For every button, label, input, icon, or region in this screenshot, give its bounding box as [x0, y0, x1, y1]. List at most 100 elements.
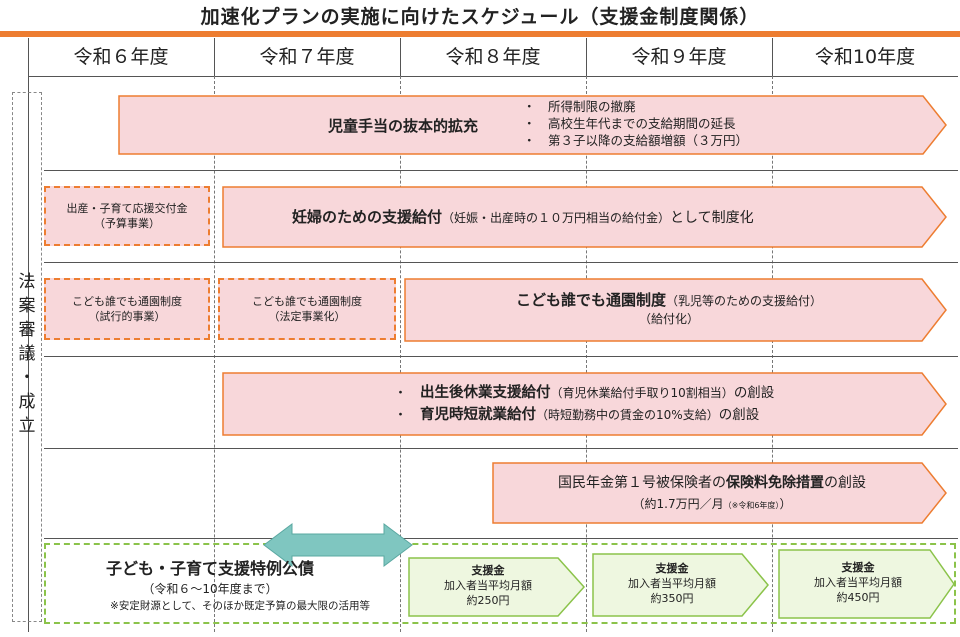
column-divider-1	[214, 76, 215, 632]
bullet-text: 第３子以降の支給額増額（３万円）	[548, 133, 749, 148]
column-divider-2	[400, 76, 401, 632]
side-char: 法	[18, 272, 36, 292]
pre-box-line: （法定事業化）	[268, 310, 346, 323]
pre-box-line: （予算事業）	[94, 217, 160, 230]
side-char: 議	[18, 344, 36, 364]
daycare-arrow: こども誰でも通園制度（乳児等のための支援給付） （給付化）	[404, 278, 948, 342]
row-divider-1	[44, 170, 958, 171]
pension-note: （※令和6年度）	[723, 501, 780, 510]
year-header-r6: 令和６年度	[73, 46, 169, 68]
header-divider	[28, 76, 958, 77]
support-fund-title: 支援金	[841, 561, 875, 574]
support-fund-arrow-r10: 支援金 加入者当平均月額 約450円	[778, 549, 956, 619]
row-divider-4	[44, 448, 958, 449]
leave-item1-suffix: の創設	[733, 385, 775, 401]
daycare-detail: （乳児等のための支援給付）	[666, 294, 823, 308]
support-fund-amount: 約450円	[836, 591, 880, 604]
bullet-item: ・ 高校生年代までの支給期間の延長	[523, 115, 748, 132]
left-border	[28, 76, 29, 632]
child-allowance-title: 児童手当の抜本的拡充	[328, 117, 479, 135]
pension-line2: （約1.7万円／月（※令和6年度））	[492, 495, 932, 512]
support-fund-text: 支援金 加入者当平均月額 約450円	[778, 560, 938, 605]
support-fund-text: 支援金 加入者当平均月額 約250円	[408, 563, 568, 608]
leave-item2-title: 育児時短就業給付	[420, 407, 537, 423]
pregnancy-pre-box: 出産・子育て応援交付金 （予算事業）	[44, 186, 210, 246]
bullet-item: ・ 所得制限の撤廃	[523, 98, 748, 115]
funding-box	[44, 543, 956, 624]
bullet-mark: ・	[523, 133, 536, 148]
pregnancy-support-arrow: 妊婦のための支援給付（妊娠・出産時の１０万円相当の給付金）として制度化	[222, 186, 948, 248]
support-fund-arrow-r9: 支援金 加入者当平均月額 約350円	[592, 553, 770, 617]
bullet-item: ・ 第３子以降の支給額増額（３万円）	[523, 132, 748, 149]
leave-item1-title: 出生後休業支援給付	[420, 385, 551, 401]
daycare-trial-box: こども誰でも通園制度 （試行的事業）	[44, 278, 210, 340]
page-title: 加速化プランの実施に向けたスケジュール（支援金制度関係）	[200, 6, 760, 28]
bullet-text: 高校生年代までの支給期間の延長	[548, 116, 736, 131]
leave-item1-detail: （育児休業給付手取り10割相当）	[550, 386, 734, 400]
header-divider-4	[772, 38, 773, 76]
child-allowance-bullets: ・ 所得制限の撤廃 ・ 高校生年代までの支給期間の延長 ・ 第３子以降の支給額増…	[523, 98, 748, 149]
pregnancy-detail: （妊娠・出産時の１０万円相当の給付金）	[442, 211, 671, 225]
daycare-title: こども誰でも通園制度	[515, 291, 666, 309]
side-char: 審	[18, 320, 36, 340]
support-fund-label: 加入者当平均月額	[444, 579, 532, 592]
pre-box-line: 出産・子育て応援交付金	[66, 202, 188, 215]
year-header-r8: 令和８年度	[445, 46, 541, 68]
side-legislation-box	[12, 92, 42, 622]
side-legislation-label: 法 案 審 議 ・ 成 立	[12, 270, 42, 438]
year-header-r9: 令和９年度	[631, 46, 727, 68]
pre-box-line: こども誰でも通園制度	[72, 295, 182, 308]
side-char: 成	[18, 392, 36, 412]
year-header-r7: 令和７年度	[259, 46, 355, 68]
header-divider-1	[214, 38, 215, 76]
row-divider-5	[44, 538, 958, 539]
pre-box-line: こども誰でも通園制度	[252, 295, 362, 308]
daycare-line2: （給付化）	[638, 312, 699, 326]
column-divider-3	[586, 76, 587, 632]
pension-prefix: 国民年金第１号被保険者の	[558, 475, 726, 491]
bullet-mark: ・	[394, 386, 408, 401]
leave-item-2: ・ 育児時短就業給付（時短勤務中の賃金の10%支給）の創設	[394, 403, 759, 424]
pension-title: 保険料免除措置	[726, 475, 824, 491]
support-fund-text: 支援金 加入者当平均月額 約350円	[592, 561, 752, 606]
transition-double-arrow	[262, 522, 414, 568]
support-fund-title: 支援金	[655, 562, 689, 575]
row-divider-3	[44, 356, 958, 357]
pension-suffix: の創設	[824, 475, 866, 491]
leave-benefit-arrow: ・ 出生後休業支援給付（育児休業給付手取り10割相当）の創設 ・ 育児時短就業給…	[222, 372, 948, 436]
daycare-statutory-box: こども誰でも通園制度 （法定事業化）	[218, 278, 396, 340]
leave-item2-suffix: の創設	[718, 407, 760, 423]
pension-amount: （約1.7万円／月	[632, 497, 724, 511]
side-char: ・	[18, 368, 36, 388]
side-char: 案	[18, 296, 36, 316]
leave-item-1: ・ 出生後休業支援給付（育児休業給付手取り10割相当）の創設	[394, 381, 774, 402]
pension-close: ）	[779, 497, 792, 511]
support-fund-label: 加入者当平均月額	[628, 577, 716, 590]
header-divider-0	[28, 38, 29, 76]
leave-item2-detail: （時短勤務中の賃金の10%支給）	[536, 408, 719, 422]
pension-exemption-arrow: 国民年金第１号被保険者の保険料免除措置の創設 （約1.7万円／月（※令和6年度）…	[492, 462, 948, 524]
pregnancy-suffix: として制度化	[670, 210, 754, 226]
bullet-mark: ・	[394, 408, 408, 423]
support-fund-amount: 約350円	[650, 592, 694, 605]
pension-text: 国民年金第１号被保険者の保険料免除措置の創設	[492, 472, 932, 492]
child-allowance-arrow: 児童手当の抜本的拡充 ・ 所得制限の撤廃 ・ 高校生年代までの支給期間の延長 ・…	[118, 95, 948, 155]
pregnancy-title: 妊婦のための支援給付	[292, 208, 443, 226]
support-fund-arrow-r8: 支援金 加入者当平均月額 約250円	[408, 557, 586, 617]
pregnancy-support-text: 妊婦のための支援給付（妊娠・出産時の１０万円相当の給付金）として制度化	[292, 206, 754, 227]
support-fund-label: 加入者当平均月額	[814, 576, 902, 589]
pre-box-line: （試行的事業）	[88, 310, 166, 323]
side-char: 立	[18, 416, 36, 436]
column-divider-4	[772, 76, 773, 632]
title-underline	[0, 31, 960, 37]
bullet-mark: ・	[523, 99, 536, 114]
bond-title: 子ども・子育て支援特例公債	[105, 559, 314, 578]
header-divider-3	[586, 38, 587, 76]
year-header-r10: 令和10年度	[814, 46, 916, 68]
row-divider-2	[44, 262, 958, 263]
bullet-text: 所得制限の撤廃	[548, 99, 636, 114]
bond-subtitle: （令和６～10年度まで）	[142, 582, 278, 596]
daycare-text: こども誰でも通園制度（乳児等のための支援給付）	[404, 289, 934, 310]
bullet-mark: ・	[523, 116, 536, 131]
header-divider-2	[400, 38, 401, 76]
